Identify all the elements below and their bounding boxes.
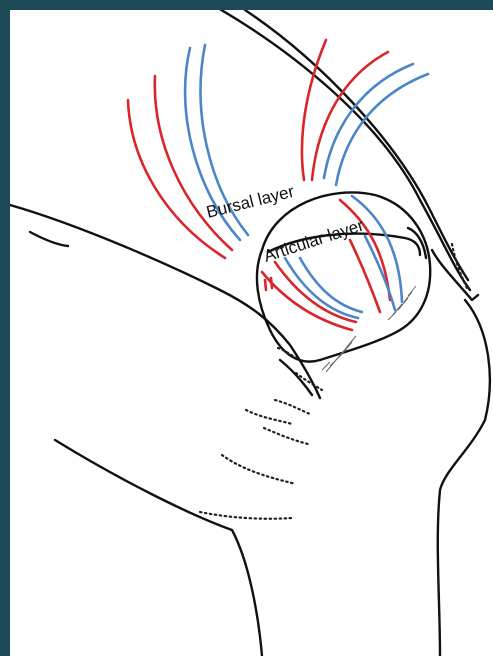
red-fiber-5 xyxy=(340,200,390,300)
rotator-cuff-diagram: Bursal layer Articular layer xyxy=(10,10,493,656)
blue-fiber-8 xyxy=(300,258,362,312)
red-fiber-6 xyxy=(350,240,380,312)
red-fiber-4 xyxy=(312,52,388,180)
humerus-right-outline xyxy=(438,300,490,656)
dotted-line-6 xyxy=(222,455,296,484)
dotted-line-3 xyxy=(275,400,310,414)
humerus-lower-outline xyxy=(55,440,262,656)
dotted-line-7 xyxy=(200,512,292,519)
diagram-frame: Bursal layer Articular layer xyxy=(10,10,493,656)
tuberosity-ridge xyxy=(280,360,312,395)
blue-fiber-4 xyxy=(336,74,428,185)
dotted-line-4 xyxy=(246,410,292,424)
red-tick-1 xyxy=(265,280,266,290)
acromion-upper-outline xyxy=(218,10,470,290)
red-fiber-2 xyxy=(155,76,232,250)
red-tick-2 xyxy=(271,278,272,288)
humeral-head-outline xyxy=(10,205,320,398)
dotted-line-5 xyxy=(264,428,308,444)
humerus-inner-line xyxy=(30,232,68,246)
acromion-lower-outline xyxy=(245,10,468,280)
